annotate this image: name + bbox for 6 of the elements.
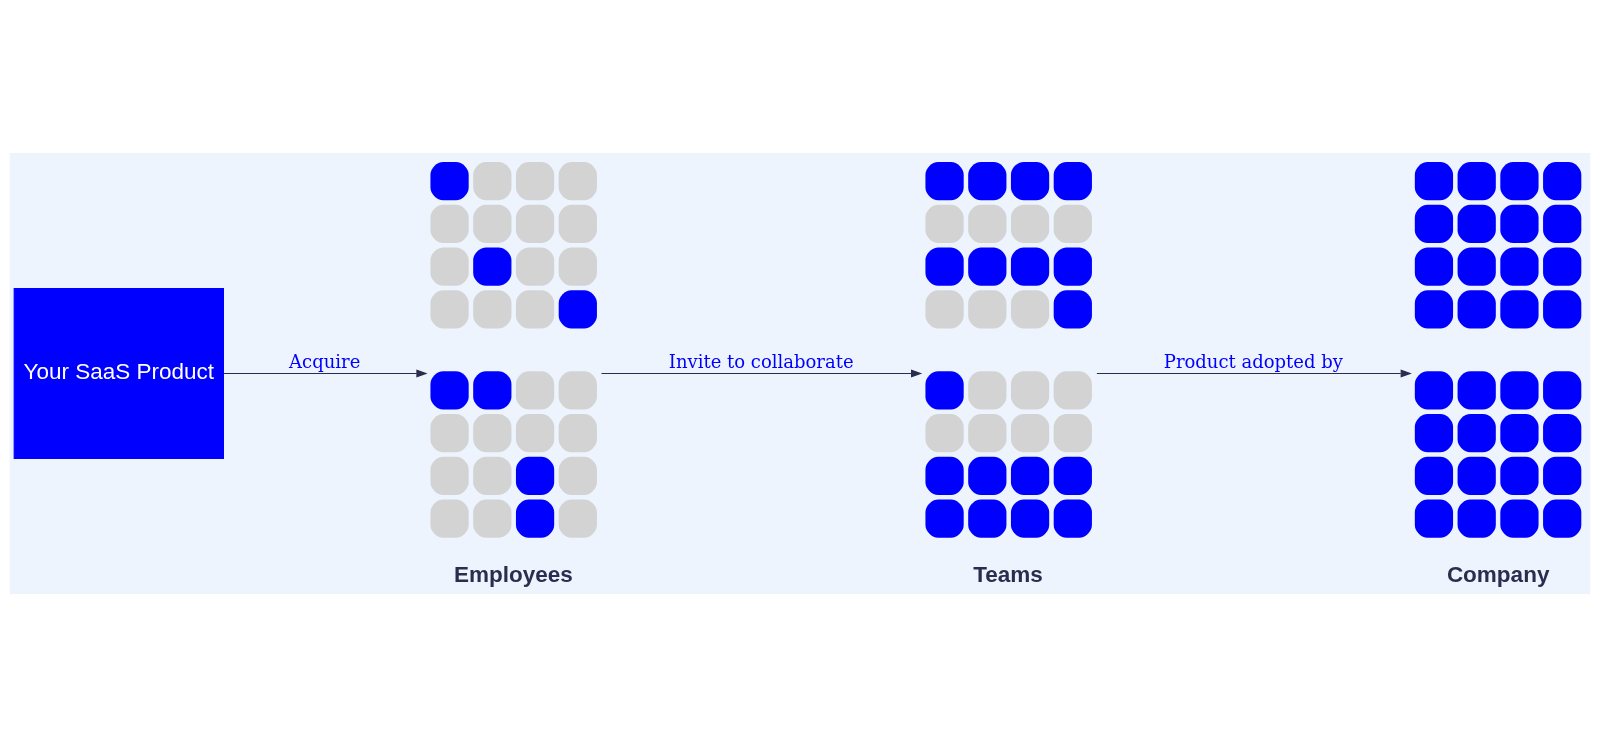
node-label: Teams xyxy=(973,561,1043,587)
edge-label: Product adopted by xyxy=(1163,350,1343,372)
edge-label: Acquire xyxy=(289,350,361,372)
node-label: Employees xyxy=(454,561,573,587)
node-label: Company xyxy=(1446,561,1550,587)
edge-label: Invite to collaborate xyxy=(668,350,854,372)
